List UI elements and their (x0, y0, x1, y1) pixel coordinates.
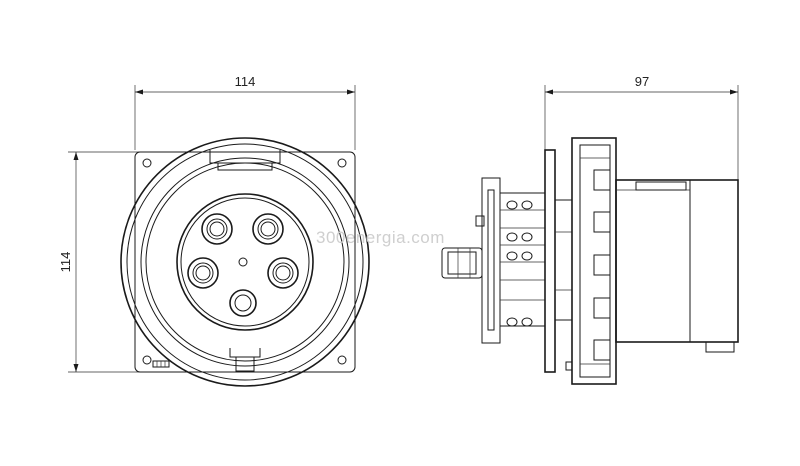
side-view (441, 137, 739, 385)
dimension-front-width: 114 (134, 74, 356, 150)
pin-bottom-earth (229, 289, 257, 317)
pin-top-right (252, 213, 284, 245)
mounting-holes (142, 158, 347, 365)
center-pilot (238, 257, 248, 267)
pin-mid-right (267, 257, 299, 289)
dimension-front-width-label: 114 (235, 74, 256, 89)
terminal-screws (506, 200, 533, 327)
front-view (120, 137, 370, 387)
dimension-front-height: 114 (58, 151, 140, 373)
dimension-side-depth: 97 (544, 74, 739, 180)
watermark-text: 300energia.com (316, 228, 445, 247)
dimension-front-height-label: 114 (58, 252, 73, 273)
contact-pins (187, 213, 299, 317)
pin-top-left (201, 213, 233, 245)
cooling-fins (593, 169, 611, 361)
pin-mid-left (187, 257, 219, 289)
dimension-side-depth-label: 97 (635, 74, 649, 89)
